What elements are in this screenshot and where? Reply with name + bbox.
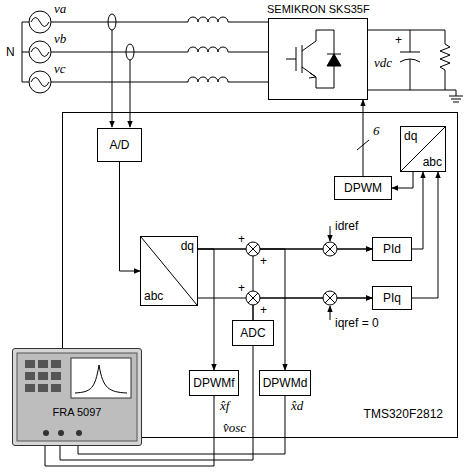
frame-label: dq: [181, 239, 194, 253]
transform-box: dq abc: [140, 236, 198, 306]
instrument-front: [25, 360, 35, 368]
neutral-name: N: [6, 45, 15, 59]
instrument-front: [17, 353, 137, 441]
signal-wire: [198, 249, 214, 370]
instrument-front: [51, 372, 61, 380]
controller-box: PId: [372, 237, 412, 261]
phase-wire: [51, 17, 268, 82]
diagonal-line: [141, 237, 197, 305]
instrument-name: FRA 5097: [13, 405, 141, 419]
instrument-front: [71, 358, 131, 398]
voltage-source: [29, 11, 51, 93]
signal-wire: [253, 249, 372, 320]
pwm-box: DPWMf: [189, 370, 238, 396]
instrument-front: [75, 365, 127, 393]
box-label: DPWMf: [193, 376, 234, 390]
signal-name: 6: [372, 124, 381, 138]
voltage-name: vc: [54, 62, 66, 76]
signal-wire: [120, 162, 141, 271]
neutral-bus: [22, 22, 29, 82]
diagonal-line: [401, 127, 445, 171]
phase-wire: [188, 17, 228, 22]
igbt-symbol: [286, 30, 334, 88]
igbt-symbol: [327, 54, 341, 66]
dc-link: [440, 30, 450, 90]
current-sensor: [130, 60, 131, 127]
signal-wire: [412, 172, 423, 249]
box-label: DPWM: [344, 181, 382, 195]
reference-name: iqref = 0: [335, 316, 379, 330]
polarity-sign: +: [260, 303, 267, 317]
instrument-front: [38, 384, 48, 392]
instrument-front: [25, 372, 35, 380]
reference-arrow: [330, 306, 331, 320]
dc-link: [368, 30, 463, 102]
part-name: SEMIKRON SKS35F: [267, 2, 370, 16]
igbt-symbol: [327, 54, 341, 55]
box-label: PId: [383, 242, 401, 256]
instrument-front: [38, 360, 48, 368]
igbt-symbol: [286, 30, 341, 88]
frame-label: abc: [144, 289, 163, 303]
instrument-front: [13, 349, 141, 445]
dc-link: [368, 30, 445, 90]
phase-wire: [188, 77, 228, 82]
voltage-name: vb: [54, 32, 66, 46]
current-sensor: [126, 44, 134, 60]
current-sensor: [108, 14, 134, 127]
signal-name: x̂f: [219, 399, 230, 413]
instrument-front: [25, 384, 35, 392]
box-label: DPWMd: [263, 376, 308, 390]
converter-box: SEMIKRON SKS35F: [268, 18, 368, 100]
adc-box: ADC: [232, 320, 274, 346]
instrument-front: [51, 360, 61, 368]
summing-junction: [246, 242, 337, 305]
signal-wire: [392, 172, 413, 188]
reference-name: idref: [335, 219, 358, 233]
signal-name: x̂d: [290, 399, 304, 413]
frequency-analyzer: FRA 5097: [12, 348, 142, 446]
instrument-front: [51, 384, 61, 392]
summing-junction: [248, 244, 335, 303]
voltage-source: [31, 18, 49, 87]
box-label: ADC: [240, 326, 265, 340]
instrument-front: [38, 372, 48, 380]
igbt-symbol: [309, 73, 316, 78]
signal-name: v̂osc: [222, 421, 247, 435]
voltage-name: vdc: [374, 56, 392, 70]
frame-label: dq: [404, 129, 417, 143]
board-name: TMS320F2812: [364, 407, 443, 421]
polarity-sign: +: [238, 281, 245, 295]
phase-wire: [51, 22, 268, 82]
signal-wire: [412, 172, 438, 298]
frame-label: abc: [423, 155, 442, 169]
box-label: A/D: [109, 138, 129, 152]
pwm-box: DPWM: [334, 176, 392, 200]
box-label: PIq: [383, 291, 401, 305]
instrument-front: [43, 430, 49, 436]
instrument-front: [76, 430, 82, 436]
polarity-sign: +: [260, 254, 267, 268]
polarity-sign: +: [395, 33, 402, 47]
instrument-front: [58, 430, 64, 436]
reference-arrow: [330, 226, 331, 241]
dc-link: [445, 90, 463, 102]
current-sensor: [108, 14, 116, 30]
pwm-box: DPWMd: [259, 370, 312, 396]
phase-wire: [188, 47, 228, 52]
voltage-name: va: [54, 2, 66, 16]
signal-wire: [198, 249, 285, 370]
adc-box: A/D: [97, 128, 142, 162]
transform-box: dqabc: [400, 126, 446, 172]
neutral-bus: [22, 22, 29, 82]
polarity-sign: +: [238, 232, 245, 246]
controller-box: PIq: [372, 286, 412, 310]
